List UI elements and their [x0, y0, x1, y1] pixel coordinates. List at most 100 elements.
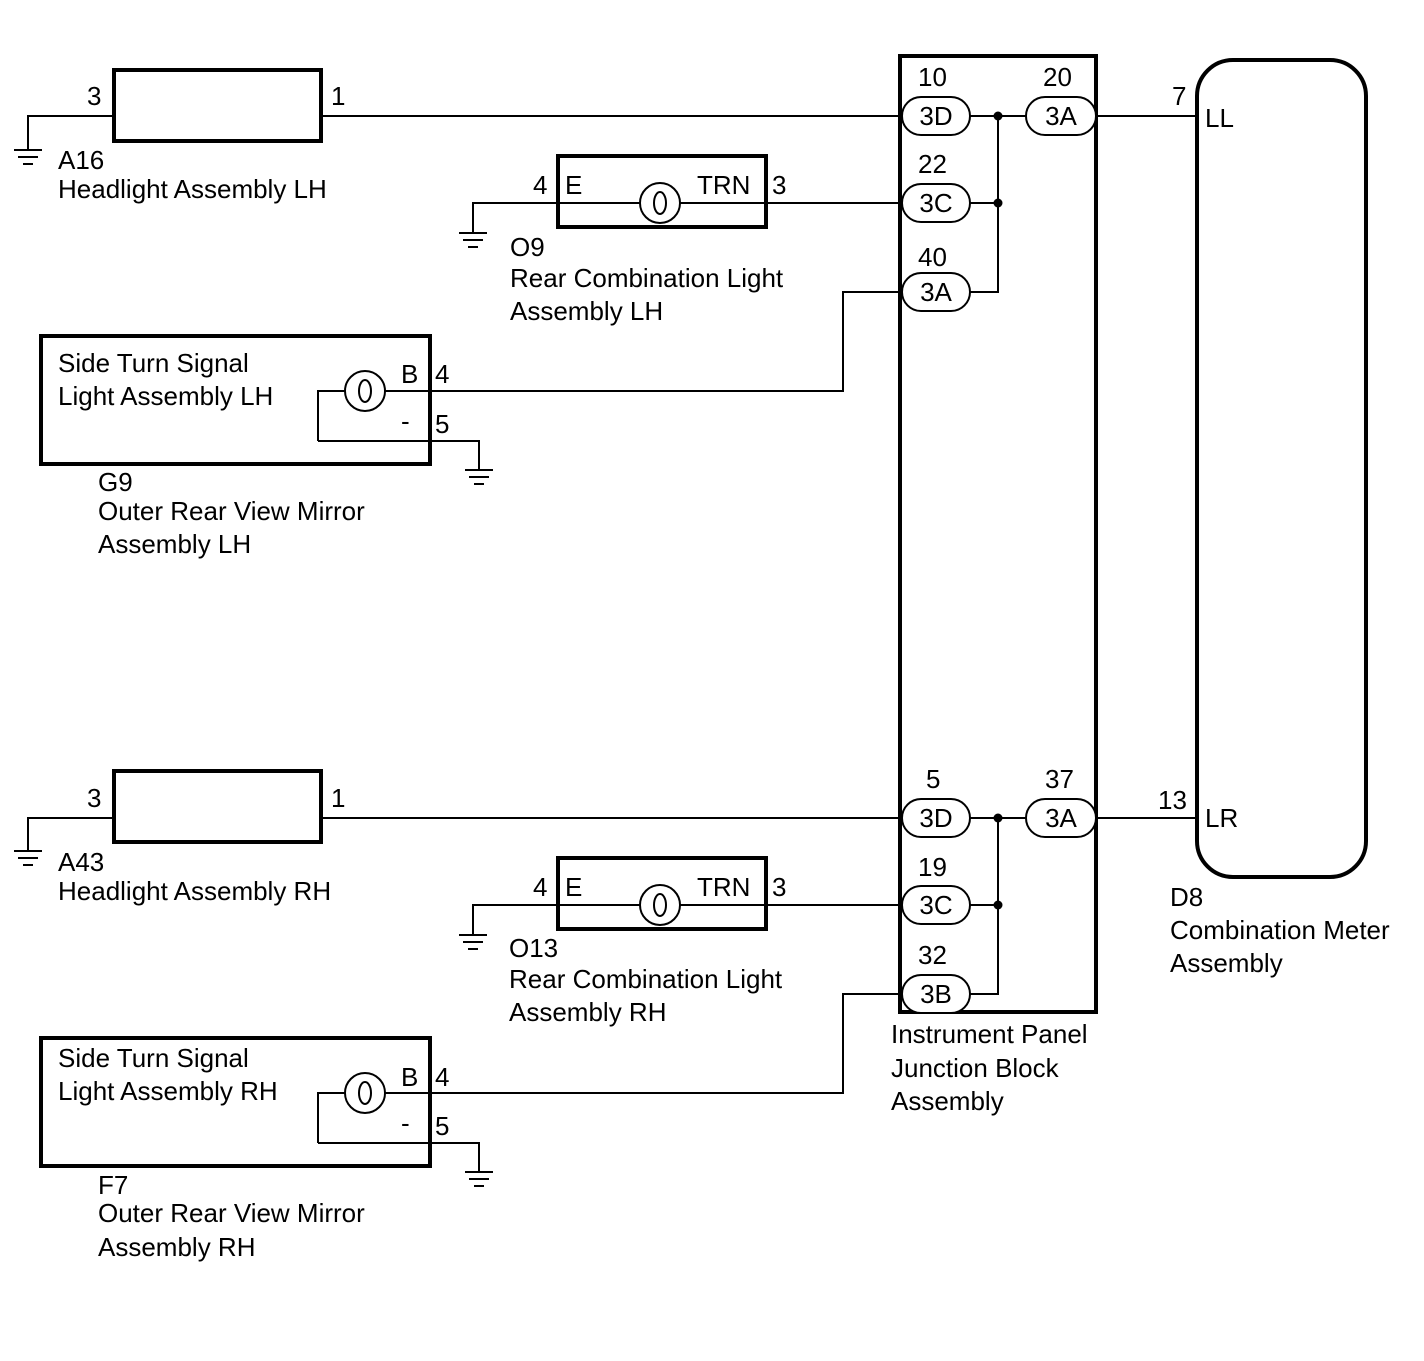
headlight-rh-pin-ground: 3	[87, 783, 101, 813]
rear-combination-rh-pin-trn: 3	[772, 872, 786, 902]
headlight-lh-box	[112, 68, 323, 143]
side-turn-signal-lh-box	[39, 334, 432, 466]
connector-label: 3D	[919, 101, 952, 131]
junction-block-rh-wiring: 3D 3A 3C 3B 5 37 19 32 13 LR	[901, 764, 1238, 1014]
rear-combination-lh-pin-trn: 3	[772, 170, 786, 200]
meter-pin-lr: 13	[1158, 785, 1187, 815]
combination-meter-name-line1: Combination Meter	[1170, 915, 1390, 945]
side-turn-signal-lh-title-line1: Side Turn Signal	[58, 348, 249, 378]
connector-label: 3A	[920, 277, 952, 307]
ground-icon	[459, 232, 487, 248]
meter-pin-ll: 7	[1172, 81, 1186, 111]
rear-combination-rh-name-line2: Assembly RH	[509, 997, 666, 1027]
pin-number: 22	[918, 149, 947, 179]
rear-combination-rh: 4 E TRN 3 O13 Rear Combination Light Ass…	[459, 856, 900, 1027]
ground-icon	[459, 934, 487, 950]
bulb-icon	[639, 884, 681, 926]
junction-block-name-line1: Instrument Panel	[891, 1019, 1088, 1049]
side-turn-signal-lh-label-minus: -	[401, 406, 410, 436]
side-turn-signal-rh-title-line1: Side Turn Signal	[58, 1043, 249, 1073]
ground-icon	[465, 469, 493, 485]
connector-3a-top	[1025, 96, 1097, 136]
connector-label: 3B	[920, 979, 952, 1009]
junction-block-lh-wiring: 3D 3A 3C 3A 10 20 22 40 7 LL	[901, 62, 1234, 312]
combination-meter-body	[1195, 58, 1368, 879]
rear-combination-rh-label-e: E	[565, 872, 582, 902]
connector-3c-bottom	[901, 885, 971, 925]
meter-label-lr: LR	[1205, 803, 1238, 833]
bulb-icon	[344, 370, 386, 412]
connector-3a-top-2	[901, 272, 971, 312]
connector-label: 3A	[1045, 803, 1077, 833]
side-turn-signal-lh-wire	[317, 291, 900, 441]
ground-icon	[14, 149, 42, 165]
headlight-rh-ground-wire	[27, 817, 114, 851]
side-turn-signal-lh-code: G9	[98, 467, 133, 497]
rear-combination-rh-ground-wire	[472, 904, 558, 935]
combination-meter-name-line2: Assembly	[1170, 948, 1283, 978]
rear-combination-rh-label-trn: TRN	[697, 872, 750, 902]
side-turn-signal-lh-title-line2: Light Assembly LH	[58, 381, 273, 411]
rear-combination-lh: 4 E TRN 3 O9 Rear Combination Light Asse…	[459, 154, 900, 326]
pin-number: 40	[918, 242, 947, 272]
headlight-lh-ground-wire	[27, 115, 114, 150]
splice-dot	[993, 198, 1003, 208]
junction-block-name-line3: Assembly	[891, 1086, 1004, 1116]
headlight-lh-pin-out: 1	[331, 81, 345, 111]
headlight-rh: 3 1 A43 Headlight Assembly RH	[14, 769, 900, 906]
connector-label: 3D	[919, 803, 952, 833]
combination-meter-code: D8	[1170, 882, 1203, 912]
bulb-icon	[344, 1072, 386, 1114]
splice-dot	[993, 900, 1003, 910]
rear-combination-lh-code: O9	[510, 232, 545, 262]
side-turn-signal-rh-name-line2: Assembly RH	[98, 1232, 255, 1262]
side-turn-signal-rh-ground-wire	[318, 1142, 480, 1172]
side-turn-signal-rh: Side Turn Signal Light Assembly RH B 4 -…	[39, 993, 900, 1262]
side-turn-signal-rh-title-line2: Light Assembly RH	[58, 1076, 278, 1106]
headlight-lh-pin-ground: 3	[87, 81, 101, 111]
meter-label-ll: LL	[1205, 103, 1234, 133]
rear-combination-lh-name-line1: Rear Combination Light	[510, 263, 784, 293]
side-turn-signal-rh-wire	[317, 993, 900, 1143]
connector-3d-bottom	[901, 798, 971, 838]
side-turn-signal-lh-label-b: B	[401, 359, 418, 389]
side-turn-signal-rh-label-b: B	[401, 1062, 418, 1092]
side-turn-signal-lh-ground-wire	[318, 440, 480, 470]
splice-dot	[993, 813, 1003, 823]
headlight-rh-box	[112, 769, 323, 844]
bulb-icon	[639, 182, 681, 224]
connector-label: 3C	[919, 890, 952, 920]
pin-number: 37	[1045, 764, 1074, 794]
rear-combination-lh-pin-e: 4	[533, 170, 547, 200]
side-turn-signal-rh-label-minus: -	[401, 1108, 410, 1138]
headlight-lh-name: Headlight Assembly LH	[58, 174, 327, 204]
rear-combination-rh-pin-e: 4	[533, 872, 547, 902]
connector-label: 3C	[919, 188, 952, 218]
headlight-rh-code: A43	[58, 847, 104, 877]
connector-3d-top	[901, 96, 971, 136]
side-turn-signal-rh-pin-b: 4	[435, 1062, 449, 1092]
side-turn-signal-rh-name-line1: Outer Rear View Mirror	[98, 1198, 365, 1228]
rear-combination-rh-code: O13	[509, 933, 558, 963]
splice-dot	[993, 111, 1003, 121]
ground-icon	[14, 850, 42, 866]
side-turn-signal-rh-code: F7	[98, 1170, 128, 1200]
connector-3b-bottom	[901, 974, 971, 1014]
side-turn-signal-lh-name-line2: Assembly LH	[98, 529, 251, 559]
rear-combination-lh-ground-wire	[472, 202, 558, 233]
rear-combination-lh-label-e: E	[565, 170, 582, 200]
side-turn-signal-rh-pin-minus: 5	[435, 1111, 449, 1141]
side-turn-signal-lh: Side Turn Signal Light Assembly LH B 4 -…	[39, 291, 900, 559]
rear-combination-lh-label-trn: TRN	[697, 170, 750, 200]
pin-number: 20	[1043, 62, 1072, 92]
rear-combination-lh-name-line2: Assembly LH	[510, 296, 663, 326]
connector-3c-top	[901, 183, 971, 223]
headlight-lh-code: A16	[58, 145, 104, 175]
rear-combination-rh-name-line1: Rear Combination Light	[509, 964, 783, 994]
ground-icon	[465, 1171, 493, 1187]
pin-number: 32	[918, 940, 947, 970]
pin-number: 19	[918, 852, 947, 882]
side-turn-signal-lh-pin-b: 4	[435, 359, 449, 389]
connector-label: 3A	[1045, 101, 1077, 131]
